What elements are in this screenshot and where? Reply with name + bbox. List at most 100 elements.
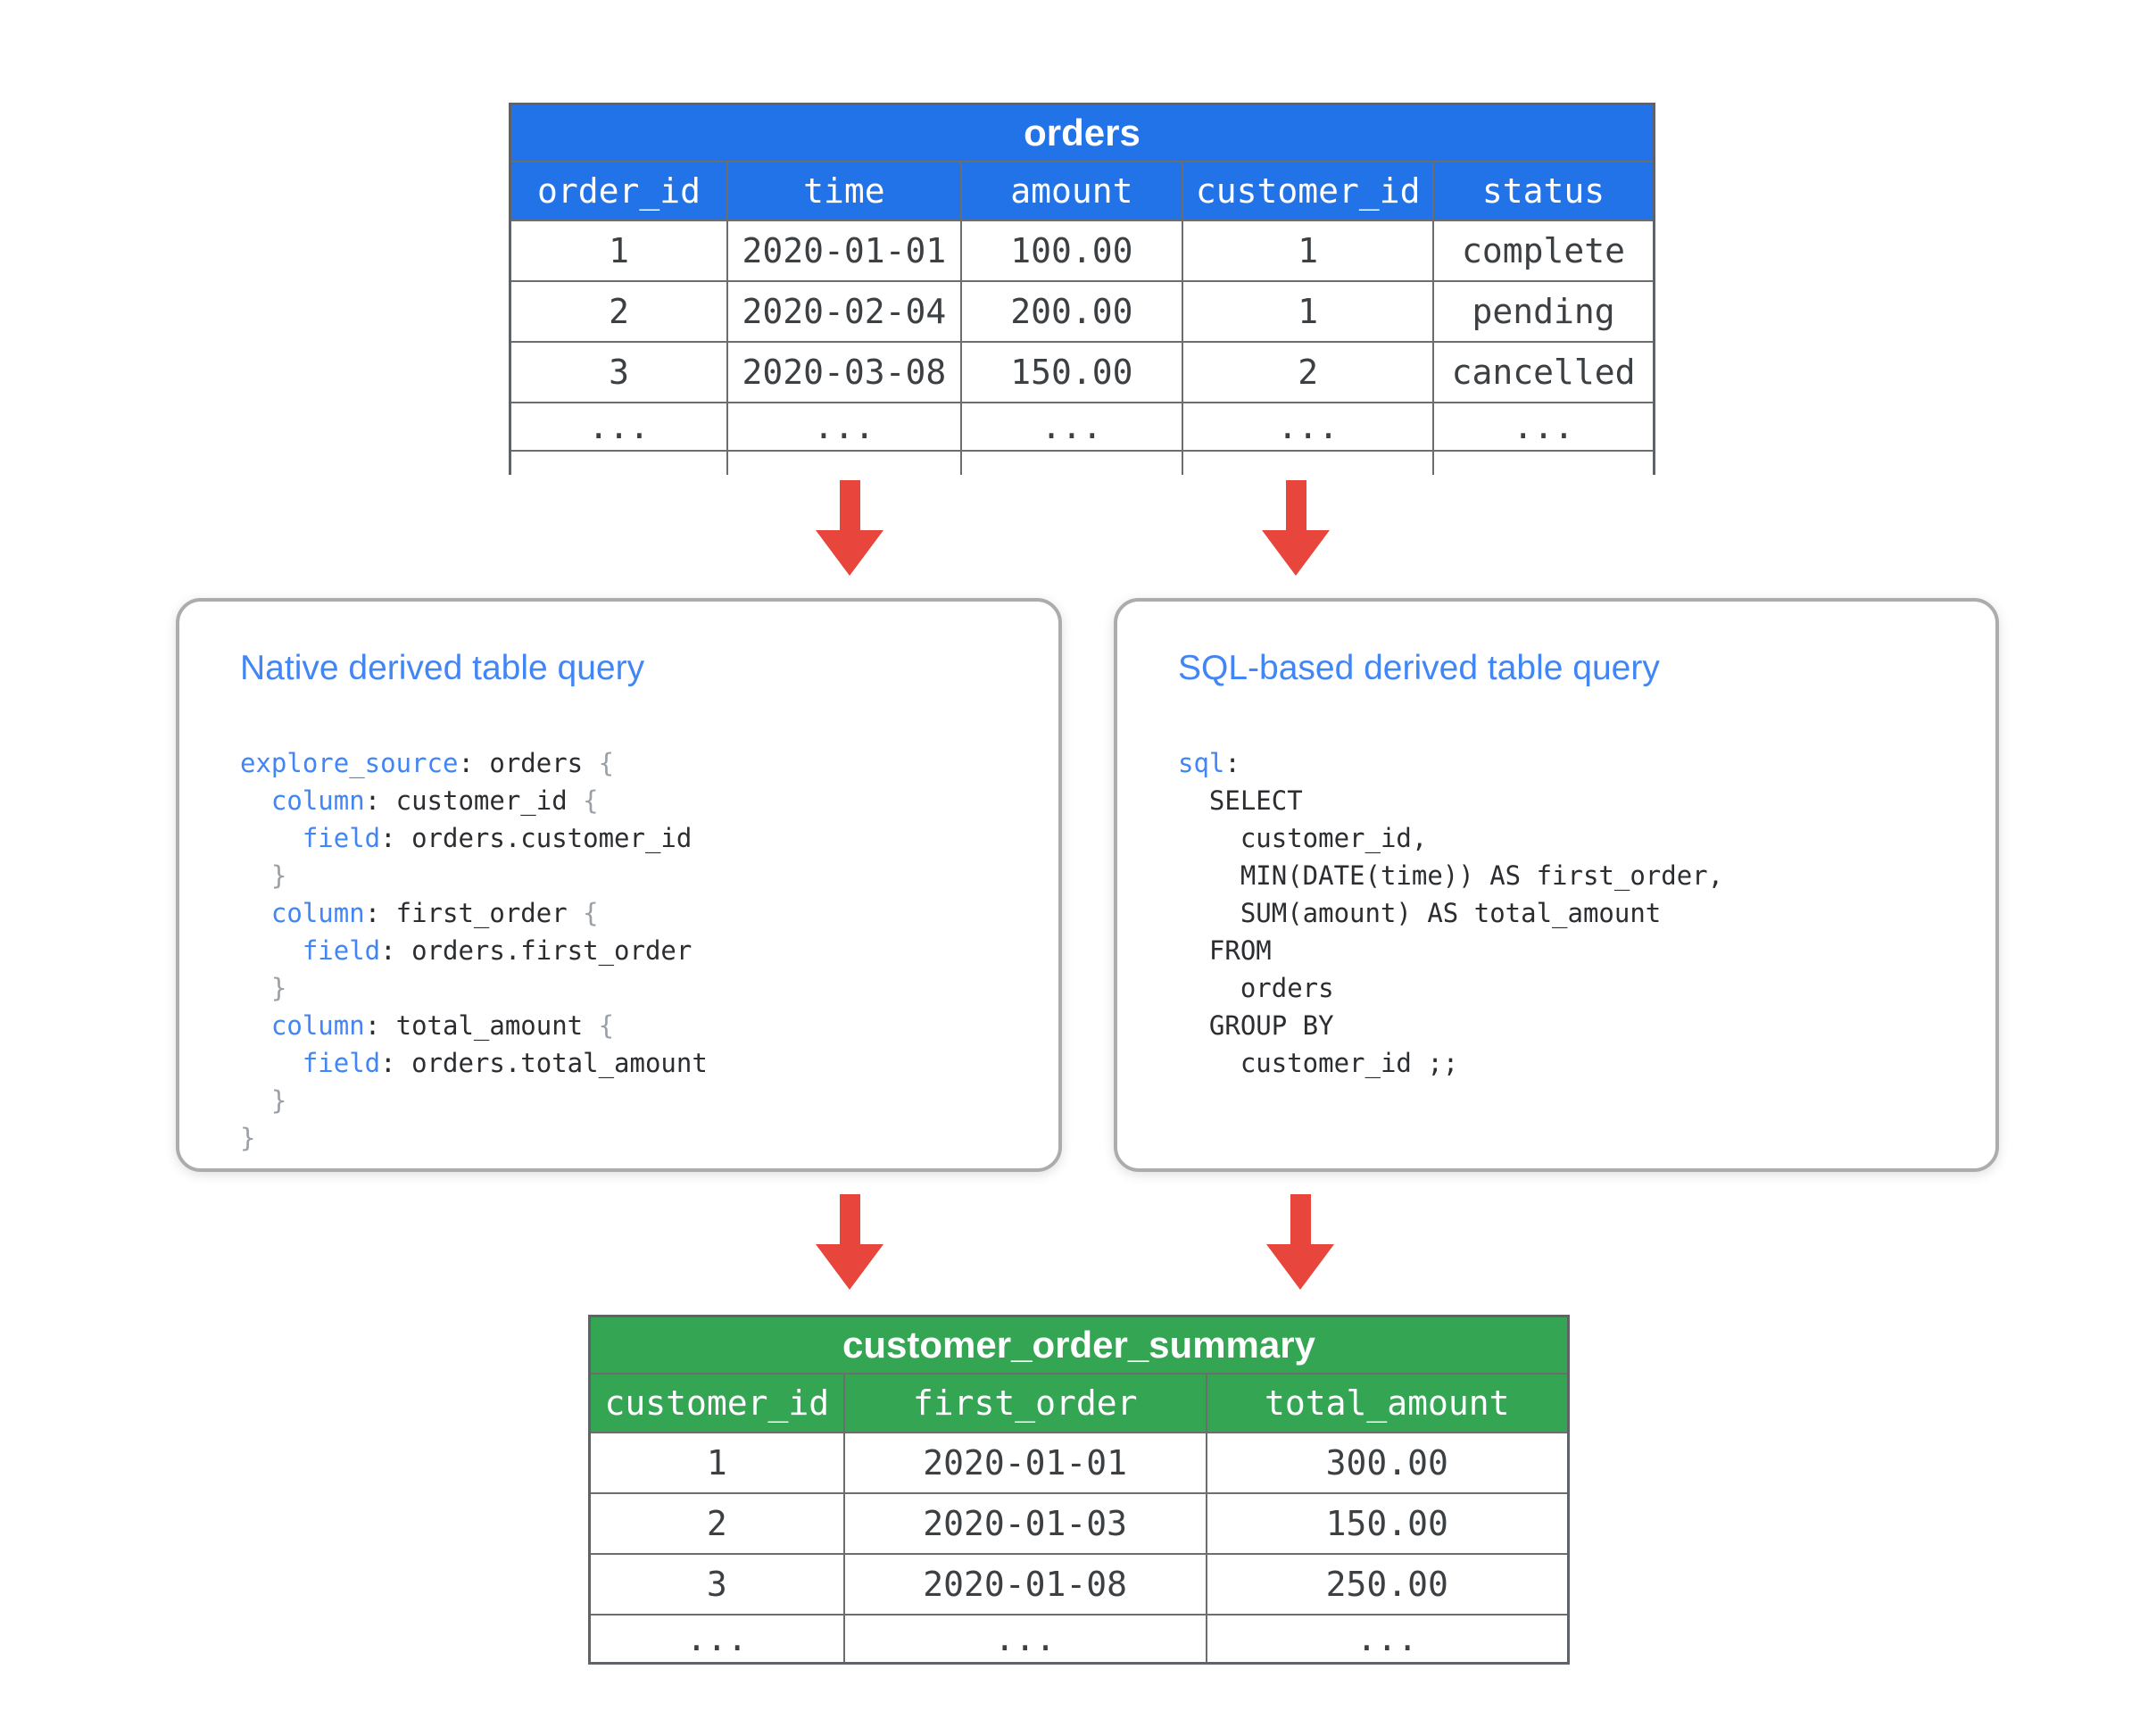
code-text: SELECT bbox=[1178, 785, 1303, 816]
code-keyword: field bbox=[302, 823, 381, 853]
code-text: : orders bbox=[458, 748, 599, 778]
code-line: } bbox=[240, 1082, 1058, 1119]
column-header: customer_id bbox=[588, 1373, 845, 1433]
table-cell: 1 bbox=[588, 1432, 845, 1494]
code-text: : total_amount bbox=[364, 1010, 599, 1041]
table-cell: complete bbox=[1432, 220, 1655, 282]
table-cell: 2 bbox=[509, 280, 729, 343]
table-cell: 2020-01-08 bbox=[842, 1553, 1207, 1616]
code-text: : orders.total_amount bbox=[380, 1048, 708, 1078]
table-cell bbox=[1182, 450, 1435, 475]
code-keyword: sql bbox=[1178, 748, 1225, 778]
table-title: customer_order_summary bbox=[588, 1315, 1570, 1375]
table-cell: 3 bbox=[588, 1553, 845, 1616]
code-text: MIN(DATE(time)) AS first_order, bbox=[1178, 860, 1724, 891]
arrow-sql-to-summary-icon bbox=[1266, 1194, 1334, 1290]
code-text: customer_id ;; bbox=[1178, 1048, 1459, 1078]
native-query-code: explore_source: orders { column: custome… bbox=[240, 744, 1058, 1157]
table-cell: ... bbox=[1432, 402, 1655, 452]
table-row: ......... bbox=[588, 1614, 1570, 1665]
table-cell: 2020-01-03 bbox=[842, 1492, 1207, 1555]
table-cell: 150.00 bbox=[959, 341, 1184, 403]
code-line: explore_source: orders { bbox=[240, 744, 1058, 782]
code-line: column: total_amount { bbox=[240, 1007, 1058, 1044]
code-text: GROUP BY bbox=[1178, 1010, 1334, 1041]
code-brace: { bbox=[598, 1010, 615, 1041]
table-cell: 100.00 bbox=[959, 220, 1184, 282]
table-cell: 2020-01-01 bbox=[726, 220, 962, 282]
code-line: customer_id, bbox=[1178, 819, 1995, 857]
table-cell bbox=[959, 450, 1184, 475]
sql-query-title: SQL-based derived table query bbox=[1178, 649, 1660, 687]
table-cell bbox=[1432, 450, 1655, 475]
column-header: status bbox=[1432, 161, 1655, 221]
table-cell: 300.00 bbox=[1205, 1432, 1570, 1494]
code-text bbox=[240, 898, 271, 928]
column-header: first_order bbox=[842, 1373, 1207, 1433]
table-cell: ... bbox=[588, 1614, 845, 1665]
code-line: } bbox=[240, 969, 1058, 1007]
code-brace: } bbox=[240, 1085, 287, 1116]
code-keyword: field bbox=[302, 935, 381, 966]
code-brace: } bbox=[240, 860, 287, 891]
code-keyword: field bbox=[302, 1048, 381, 1078]
code-text: customer_id, bbox=[1178, 823, 1428, 853]
code-brace: { bbox=[583, 898, 599, 928]
code-line: } bbox=[240, 857, 1058, 894]
column-header: total_amount bbox=[1205, 1373, 1570, 1433]
arrow-orders-to-native-icon bbox=[816, 480, 883, 576]
column-header: customer_id bbox=[1182, 161, 1435, 221]
table-row bbox=[509, 450, 1655, 475]
table-row: ............... bbox=[509, 402, 1655, 452]
arrow-head bbox=[1266, 1244, 1334, 1290]
code-line: field: orders.customer_id bbox=[240, 819, 1058, 857]
code-line: field: orders.total_amount bbox=[240, 1044, 1058, 1082]
code-brace: } bbox=[240, 973, 287, 1003]
code-text bbox=[240, 785, 271, 816]
table-cell: 200.00 bbox=[959, 280, 1184, 343]
code-line: column: customer_id { bbox=[240, 782, 1058, 819]
code-text bbox=[240, 935, 303, 966]
code-line: GROUP BY bbox=[1178, 1007, 1995, 1044]
code-line: } bbox=[240, 1119, 1058, 1157]
code-text: : first_order bbox=[364, 898, 584, 928]
table-cell: 3 bbox=[509, 341, 729, 403]
table-cell: 1 bbox=[1182, 220, 1435, 282]
code-keyword: column bbox=[270, 785, 365, 816]
table-cell: 2020-01-01 bbox=[842, 1432, 1207, 1494]
arrow-stem bbox=[839, 1194, 860, 1244]
arrow-head bbox=[1262, 530, 1330, 576]
code-line: sql: bbox=[1178, 744, 1995, 782]
column-header: amount bbox=[959, 161, 1184, 221]
table-cell: 150.00 bbox=[1205, 1492, 1570, 1555]
table-cell: 1 bbox=[509, 220, 729, 282]
arrow-head bbox=[816, 530, 883, 576]
code-line: SUM(amount) AS total_amount bbox=[1178, 894, 1995, 932]
arrow-native-to-summary-icon bbox=[816, 1194, 883, 1290]
table-cell: 2020-03-08 bbox=[726, 341, 962, 403]
code-text bbox=[240, 1048, 303, 1078]
code-text: orders bbox=[1178, 973, 1334, 1003]
code-brace: } bbox=[240, 1123, 256, 1153]
code-text: FROM bbox=[1178, 935, 1272, 966]
table-cell: ... bbox=[509, 402, 729, 452]
code-text: : orders.first_order bbox=[380, 935, 693, 966]
code-line: SELECT bbox=[1178, 782, 1995, 819]
table-cell: 250.00 bbox=[1205, 1553, 1570, 1616]
code-line: MIN(DATE(time)) AS first_order, bbox=[1178, 857, 1995, 894]
arrow-head bbox=[816, 1244, 883, 1290]
code-keyword: column bbox=[270, 898, 365, 928]
table-cell: ... bbox=[1182, 402, 1435, 452]
arrow-orders-to-sql-icon bbox=[1262, 480, 1330, 576]
table-cell bbox=[509, 450, 729, 475]
sql-query-code: sql: SELECT customer_id, MIN(DATE(time))… bbox=[1178, 744, 1995, 1082]
